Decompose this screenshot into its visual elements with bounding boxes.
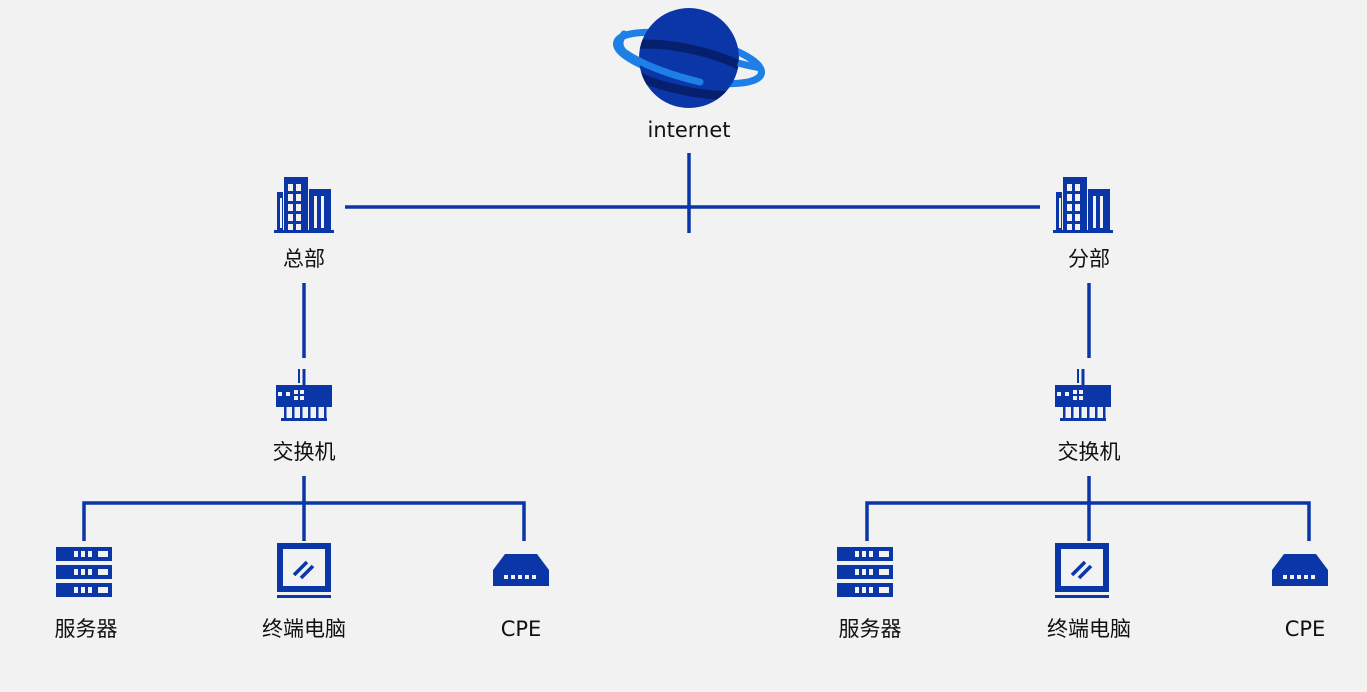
server-icon	[56, 547, 112, 597]
hq-label: 总部	[283, 247, 325, 271]
branch-server-label: 服务器	[838, 617, 902, 641]
internet-label: internet	[647, 118, 731, 142]
connection-lines	[82, 153, 1311, 541]
cpe-icon	[493, 554, 549, 586]
monitor-icon	[275, 541, 333, 600]
cpe-icon	[1272, 554, 1328, 586]
hq-pc-label: 终端电脑	[262, 617, 346, 641]
building-icon	[1053, 177, 1113, 233]
switch-icon	[1055, 369, 1111, 421]
server-icon	[837, 547, 893, 597]
hq-switch-label: 交换机	[272, 440, 336, 464]
building-icon	[274, 177, 334, 233]
branch-pc-label: 终端电脑	[1047, 617, 1131, 641]
monitor-icon	[1053, 541, 1111, 600]
branch-label: 分部	[1068, 247, 1110, 271]
switch-icon	[276, 369, 332, 421]
branch-cpe-label: CPE	[1284, 617, 1326, 641]
hq-server-label: 服务器	[54, 617, 118, 641]
hq-device-links	[82, 476, 526, 541]
branch-device-links	[865, 476, 1311, 541]
hq-cpe-label: CPE	[500, 617, 542, 641]
branch-switch-label: 交换机	[1057, 440, 1121, 464]
planet-icon	[612, 8, 766, 108]
